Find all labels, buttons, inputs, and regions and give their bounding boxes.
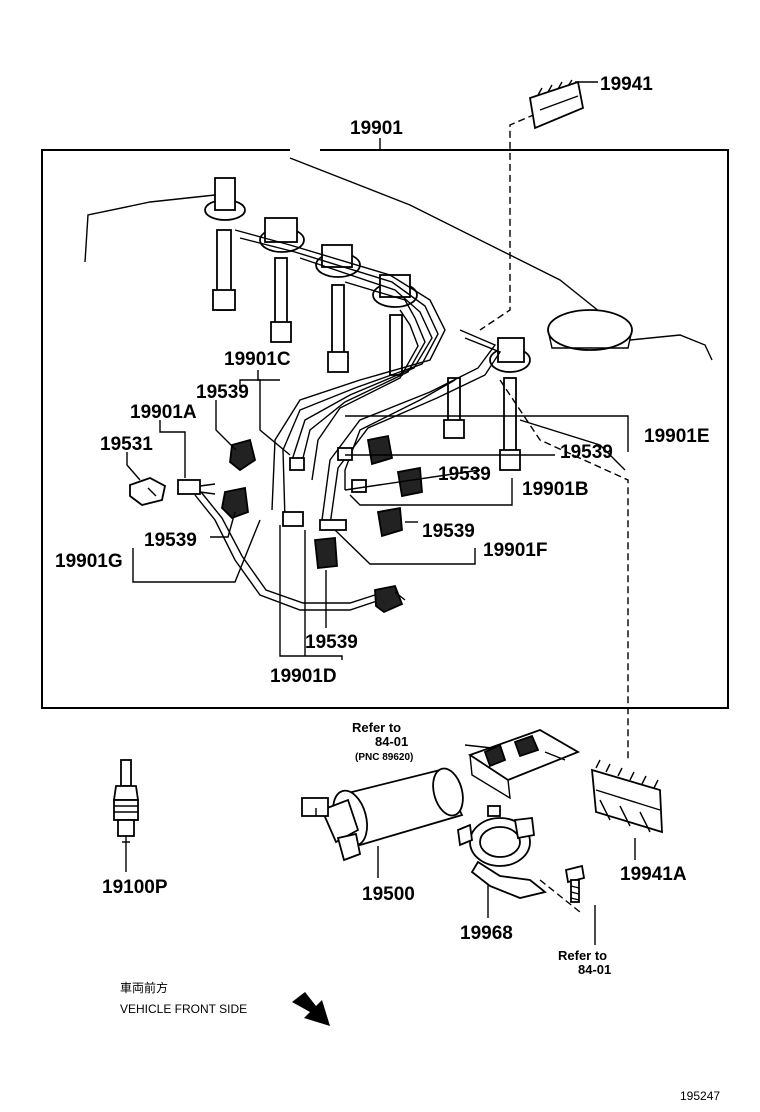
ref1-line2: 84-01: [375, 734, 408, 749]
connector-b: [351, 479, 367, 493]
tower-5: [443, 337, 531, 471]
label-19941: 19941: [600, 74, 653, 95]
wire-bundle: [234, 229, 502, 526]
label-19941a: 19941A: [620, 864, 687, 885]
tower-3: [315, 244, 361, 373]
dashed-references: [479, 109, 629, 913]
label-19539-b: 19539: [144, 530, 197, 551]
label-19901c: 19901C: [224, 349, 291, 370]
tower-2: [259, 217, 305, 343]
part-labels: 19941 19901 19901C 19539 19901A 19531 19…: [55, 74, 710, 944]
label-19901g: 19901G: [55, 551, 123, 572]
label-19500: 19500: [362, 884, 415, 905]
lead-19901g: [194, 491, 406, 614]
label-19968: 19968: [460, 923, 513, 944]
label-19531: 19531: [100, 434, 153, 455]
wire-connectors: [177, 447, 367, 531]
orientation-english: VEHICLE FRONT SIDE: [120, 1002, 247, 1016]
tower-1: [204, 177, 246, 311]
grommet-e: [376, 506, 403, 538]
connector-f: [319, 519, 347, 531]
label-19539-c: 19539: [560, 442, 613, 463]
reference-notes: Refer to 84-01 (PNC 89620) Refer to 84-0…: [352, 720, 611, 977]
connector-c: [289, 457, 305, 471]
label-19901: 19901: [350, 118, 403, 139]
ref2-line1: Refer to: [558, 948, 607, 963]
ref1-line1: Refer to: [352, 720, 401, 735]
ref1-pnc: (PNC 89620): [355, 752, 413, 763]
label-19901d: 19901D: [270, 666, 337, 687]
spark-plug-19100p: [112, 759, 140, 843]
leader-lines: [125, 81, 636, 945]
bracket-19968: [457, 805, 547, 899]
vehicle-front-arrow-icon: [292, 992, 330, 1026]
engine-outline: [84, 157, 713, 471]
connector-a: [177, 479, 201, 495]
ref2-line2: 84-01: [578, 962, 611, 977]
ignition-coil-19500: [301, 767, 464, 862]
label-19901f: 19901F: [483, 540, 547, 561]
grommet-c: [366, 434, 394, 466]
diagram-number: 195247: [680, 1089, 720, 1103]
label-19901b: 19901B: [522, 479, 589, 500]
igniter-module: [467, 729, 581, 800]
part-19941a: [590, 759, 663, 834]
grommet-a: [229, 438, 257, 472]
bolt: [564, 864, 586, 903]
clip-19531: [129, 477, 167, 506]
label-19901e: 19901E: [644, 426, 710, 447]
grommet-f: [314, 537, 338, 569]
grommets: [221, 434, 423, 569]
part-19941: [528, 79, 585, 130]
connector-e: [337, 447, 353, 461]
label-19539-a: 19539: [196, 382, 249, 403]
label-19539-d: 19539: [438, 464, 491, 485]
orientation-note: 車両前方 VEHICLE FRONT SIDE: [120, 980, 247, 1016]
label-19901a: 19901A: [130, 402, 197, 423]
grommet-d: [396, 466, 423, 498]
orientation-japanese: 車両前方: [120, 980, 168, 995]
label-19100p: 19100P: [102, 877, 168, 898]
label-19539-e: 19539: [422, 521, 475, 542]
label-19539-f: 19539: [305, 632, 358, 653]
assembly-frame: [41, 149, 729, 709]
connector-d: [282, 511, 304, 527]
grommet-b: [221, 486, 249, 520]
